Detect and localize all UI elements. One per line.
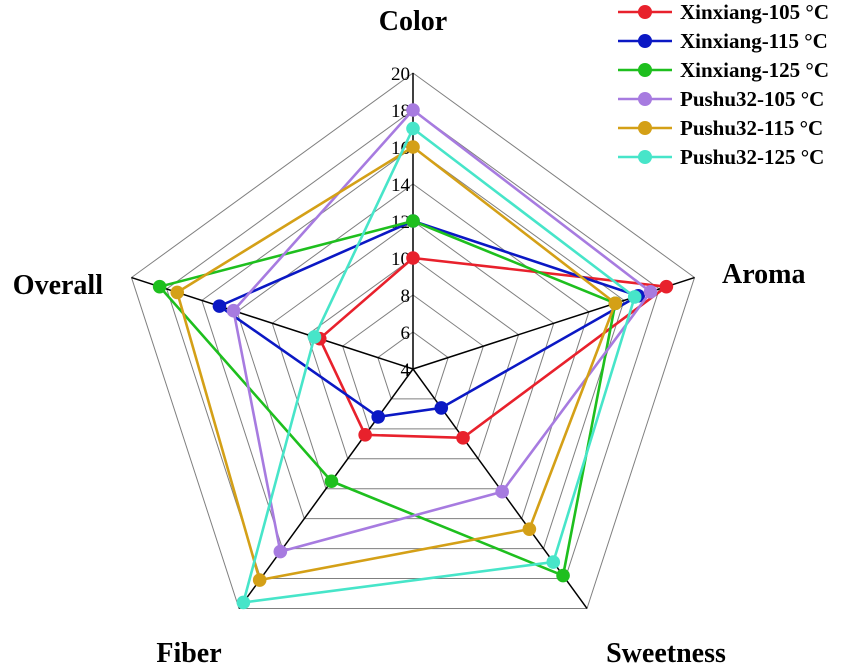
series-2 xyxy=(152,214,623,583)
tick-label-4: 4 xyxy=(401,360,411,381)
axis-label-sweetness: Sweetness xyxy=(606,638,726,664)
data-point-s0-2 xyxy=(456,431,470,445)
series-4 xyxy=(170,140,623,587)
grid-ring-6 xyxy=(377,331,449,400)
data-point-s3-0 xyxy=(406,103,420,117)
series-line-3 xyxy=(232,108,653,554)
data-point-s1-2 xyxy=(434,401,449,415)
data-point-s4-3 xyxy=(252,573,267,587)
grid-ring-12 xyxy=(271,220,555,490)
data-point-s5-4 xyxy=(307,330,322,344)
tick-label-8: 8 xyxy=(401,286,411,307)
data-point-s1-4 xyxy=(212,299,227,313)
data-point-s4-1 xyxy=(608,296,623,311)
grid-ring-16 xyxy=(201,146,625,550)
legend-marker-0 xyxy=(638,5,652,19)
data-point-s0-1 xyxy=(659,279,674,294)
axis-label-color: Color xyxy=(379,6,447,37)
data-point-s5-1 xyxy=(627,290,642,304)
legend-label-3: Pushu32-105 °C xyxy=(680,87,824,111)
axis-labels: Color Aroma Sweetness Fiber Overall xyxy=(13,6,806,664)
series-line-4 xyxy=(175,145,617,582)
series-line-5 xyxy=(241,126,637,605)
tick-label-20: 20 xyxy=(391,64,410,85)
legend-label-1: Xinxiang-115 °C xyxy=(680,29,828,53)
radar-grid xyxy=(130,72,696,609)
data-point-s2-3 xyxy=(324,474,339,489)
legend-marker-3 xyxy=(638,92,652,106)
data-point-s4-0 xyxy=(406,140,420,154)
tick-label-14: 14 xyxy=(391,175,411,196)
series-3 xyxy=(226,103,658,559)
series-line-0 xyxy=(318,256,670,440)
data-point-s2-2 xyxy=(556,568,570,583)
legend-label-2: Xinxiang-125 °C xyxy=(680,58,829,82)
tick-label-6: 6 xyxy=(401,323,411,344)
grid-ring-20 xyxy=(130,72,696,609)
grid-ring-8 xyxy=(342,294,484,430)
data-point-s3-2 xyxy=(495,484,509,499)
grid-ring-14 xyxy=(236,183,590,520)
data-point-s1-3 xyxy=(371,410,386,424)
axis-label-overall: Overall xyxy=(13,270,103,301)
axis-label-aroma: Aroma xyxy=(722,259,805,290)
data-point-s0-3 xyxy=(358,428,372,442)
legend-label-4: Pushu32-115 °C xyxy=(680,116,823,140)
data-point-s5-2 xyxy=(546,555,561,569)
data-point-s3-3 xyxy=(273,544,288,559)
legend-marker-5 xyxy=(638,150,652,164)
data-point-s4-4 xyxy=(170,285,185,300)
legend-marker-2 xyxy=(638,63,652,77)
series-layer xyxy=(152,103,674,610)
data-point-s2-0 xyxy=(406,214,420,228)
legend: Xinxiang-105 °C Xinxiang-115 °C Xinxiang-1… xyxy=(618,0,829,169)
legend-marker-1 xyxy=(638,34,652,48)
axis-label-fiber: Fiber xyxy=(156,638,221,664)
spoke-3 xyxy=(238,368,414,609)
data-point-s0-0 xyxy=(406,251,420,265)
legend-label-5: Pushu32-125 °C xyxy=(680,145,824,169)
data-point-s3-1 xyxy=(643,285,658,299)
data-point-s4-2 xyxy=(522,522,537,536)
data-point-s5-3 xyxy=(236,595,251,610)
data-point-s2-4 xyxy=(152,279,167,294)
data-point-s3-4 xyxy=(226,303,241,318)
legend-marker-4 xyxy=(638,121,652,135)
legend-label-0: Xinxiang-105 °C xyxy=(680,0,829,24)
grid-ring-18 xyxy=(166,109,660,580)
data-point-s5-0 xyxy=(406,121,420,136)
series-5 xyxy=(236,121,642,610)
grid-ring-10 xyxy=(306,257,520,460)
